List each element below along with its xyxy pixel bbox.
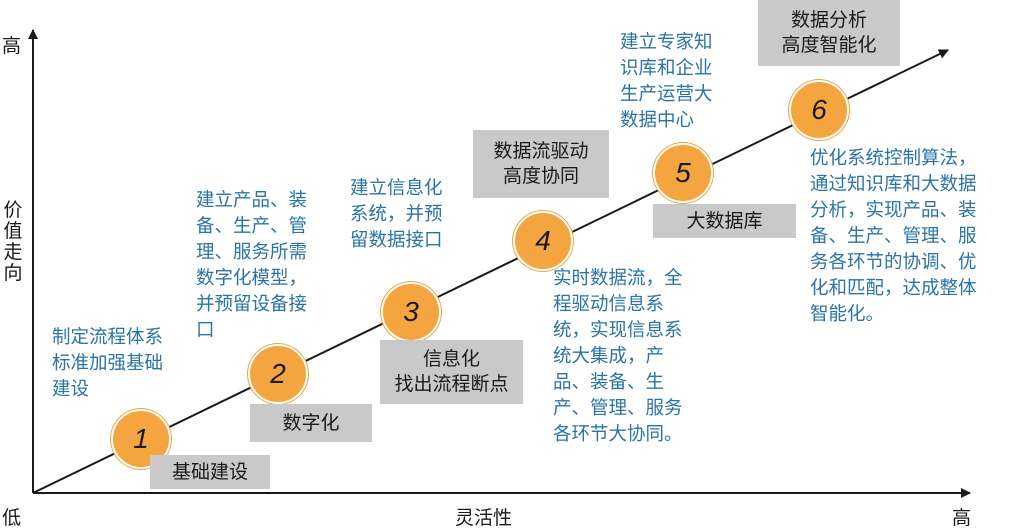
stage-2-description: 建立产品、装 备、生产、管 理、服务所需 数字化模型， 并预留设备接 口	[196, 190, 308, 341]
stage-3-number: 3	[403, 296, 419, 327]
y-axis-high-label: 高	[2, 35, 22, 57]
stage-4-label: 数据流驱动 高度协同	[473, 130, 609, 198]
stage-5-number: 5	[675, 157, 691, 188]
stage-5-label: 大数据库	[653, 204, 796, 238]
stage-3-label: 信息化 找出流程断点	[380, 340, 523, 404]
stage-3-description: 建立信息化 系统，并预 留数据接口	[350, 178, 443, 251]
stage-4-number: 4	[535, 225, 551, 256]
stage-5-badge: 5	[653, 143, 713, 203]
stage-6-badge: 6	[789, 80, 849, 140]
stage-4-badge: 4	[513, 211, 573, 271]
x-axis-title: 灵活性	[455, 507, 513, 529]
stage-4-description: 实时数据流，全 程驱动信息系 统，实现信息系 统大集成，产 品、装备、生 产、管…	[553, 268, 683, 445]
stage-1-label: 基础建设	[150, 455, 270, 489]
stage-6-number: 6	[811, 94, 827, 125]
stage-1-description: 制定流程体系 标准加强基础 建设	[52, 327, 164, 400]
x-axis-low-label: 低	[2, 507, 22, 529]
stage-5-description: 建立专家知 识库和企业 生产运营大 数据中心	[620, 32, 713, 131]
stage-3-badge: 3	[381, 282, 441, 342]
stage-2-number: 2	[270, 358, 286, 389]
stage-2-label: 数字化	[250, 404, 372, 442]
stage-6-description: 优化系统控制算法， 通过知识库和大数据 分析，实现产品、装 备、生产、管理、服 …	[810, 148, 977, 325]
stage-2-badge: 2	[248, 344, 308, 404]
stage-6-label: 数据分析 高度智能化	[758, 0, 900, 66]
x-axis-high-label: 高	[952, 507, 972, 529]
stage-1-number: 1	[133, 423, 149, 454]
y-axis-title: 价 值 走 向	[3, 199, 23, 284]
